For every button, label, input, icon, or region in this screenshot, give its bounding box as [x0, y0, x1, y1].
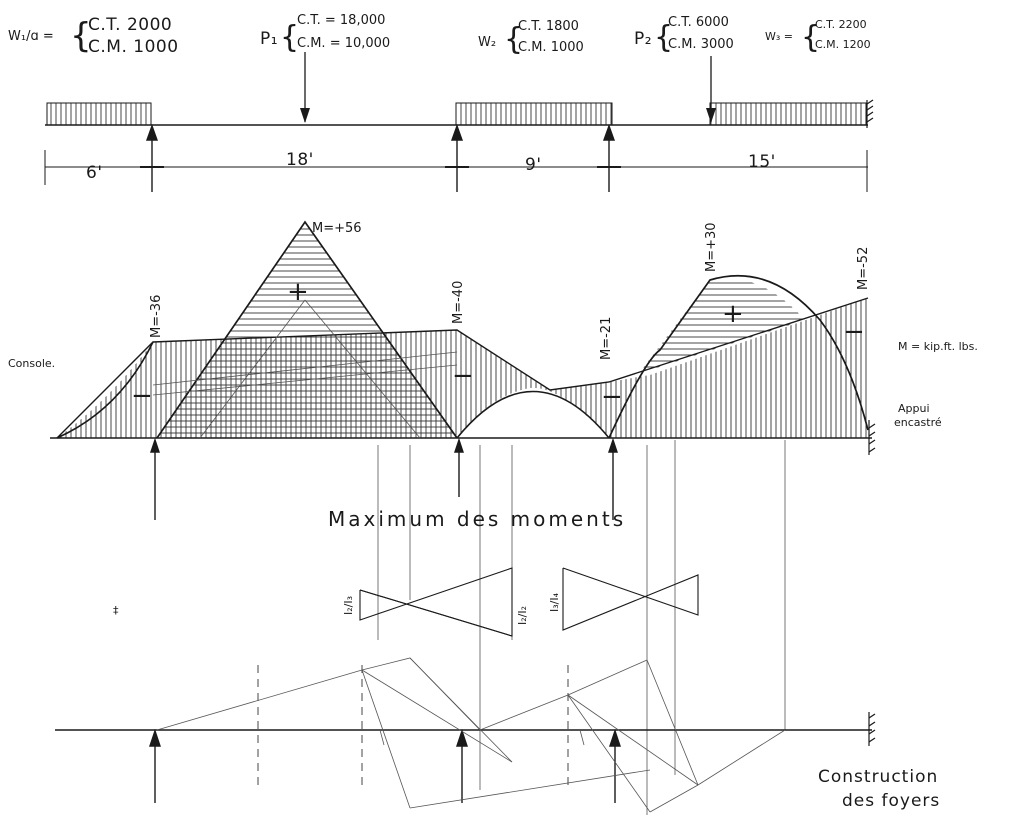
appui-label-2: encastré — [894, 416, 942, 429]
fixed-end-3 — [868, 712, 876, 746]
load-w1-brace: { — [70, 16, 92, 56]
moment-curve-span3 — [608, 274, 869, 439]
construction-lines — [152, 299, 458, 439]
load-p1-cm: C.M. = 10,000 — [297, 36, 390, 51]
fixed-end-2 — [868, 420, 876, 455]
ratio-label-2: I₂/I₂ — [516, 606, 529, 625]
point-load-p2 — [706, 56, 716, 123]
span-label-3: 9' — [525, 155, 542, 175]
distributed-load-w1 — [46, 102, 152, 126]
foyers-label-2: des foyers — [842, 791, 940, 811]
load-p2-ct: C.T. 6000 — [668, 15, 729, 30]
load-w2-name: W₂ — [478, 35, 496, 50]
load-w1: W₁/ɑ = { C.T. 2000 C.M. 1000 — [8, 15, 179, 57]
load-w2-cm: C.M. 1000 — [518, 40, 584, 55]
loaded-beam: 6' 18' 9' 15' — [44, 52, 874, 192]
ratio-label-1: I₂/I₃ — [342, 596, 355, 615]
positive-moment-area-2 — [640, 278, 805, 372]
focal-construction: ‡ I₂/I₃ I₂/I₂ I₃/I₄ — [55, 567, 940, 813]
ratio-bowtie-2 — [562, 567, 699, 631]
fixed-end — [866, 99, 874, 128]
minus-sign-4: − — [843, 317, 865, 347]
load-p2: P₂ { C.T. 6000 C.M. 3000 — [634, 15, 734, 55]
span-label-4: 15' — [748, 152, 776, 172]
moment-label-6: M=-52 — [856, 247, 871, 290]
load-w2-brace: { — [504, 22, 523, 57]
load-p1-ct: C.T. = 18,000 — [297, 13, 385, 28]
foyers-label-1: Construction — [818, 767, 938, 787]
plus-sign-1: + — [287, 277, 309, 307]
moment-label-3: M=-40 — [451, 281, 466, 324]
ratio-bowtie-1 — [359, 567, 513, 637]
dimension-line — [44, 150, 868, 192]
moment-diagram: + + − − − − M=-36 M=+56 M=-40 M=-21 M=+3… — [8, 220, 978, 815]
distributed-load-w2 — [455, 102, 613, 126]
plus-sign-2: + — [722, 299, 744, 329]
span-label-1: 6' — [86, 163, 103, 183]
moment-label-1: M=-36 — [149, 295, 164, 338]
appui-label-1: Appui — [898, 402, 930, 415]
load-w3-name: W₃ = — [765, 30, 793, 43]
focal-supports — [149, 728, 621, 803]
load-w1-cm: C.M. 1000 — [88, 37, 179, 57]
load-p2-cm: C.M. 3000 — [668, 37, 734, 52]
small-mark: ‡ — [113, 604, 119, 617]
console-label: Console. — [8, 357, 55, 370]
load-w3-ct: C.T. 2200 — [815, 18, 867, 31]
moment-supports — [150, 437, 618, 520]
load-w3-cm: C.M. 1200 — [815, 38, 871, 51]
load-p1: P₁ { C.T. = 18,000 C.M. = 10,000 — [260, 13, 390, 55]
load-p2-brace: { — [654, 20, 673, 55]
load-w2: W₂ { C.T. 1800 C.M. 1000 — [478, 19, 584, 57]
load-p1-brace: { — [280, 20, 299, 55]
ratio-label-3: I₃/I₄ — [548, 592, 561, 612]
load-p1-name: P₁ — [260, 29, 278, 49]
load-w3: W₃ = { C.T. 2200 C.M. 1200 — [765, 18, 871, 55]
support-arrows — [146, 123, 615, 192]
load-w2-ct: C.T. 1800 — [518, 19, 579, 34]
maximum-moments-title: Maximum des moments — [328, 507, 626, 531]
point-load-p1 — [300, 52, 310, 123]
minus-sign-3: − — [601, 382, 623, 412]
load-w1-name: W₁/ɑ = — [8, 29, 54, 44]
moment-label-5: M=+30 — [704, 222, 719, 272]
moment-label-2: M=+56 — [312, 221, 362, 236]
projection-lines — [377, 440, 786, 815]
load-w1-ct: C.T. 2000 — [88, 15, 172, 35]
moment-triangle — [156, 220, 458, 439]
distributed-load-w3 — [709, 102, 867, 126]
span-label-2: 18' — [286, 150, 314, 170]
focal-construction-lines — [156, 657, 786, 813]
units-label: M = kip.ft. lbs. — [898, 340, 978, 353]
load-w3-brace: { — [801, 20, 820, 55]
minus-sign-1: − — [131, 381, 153, 411]
dashed-verticals — [257, 665, 569, 790]
positive-moment-area-1 — [157, 222, 457, 438]
support-moment-line — [56, 297, 869, 439]
minus-sign-2: − — [452, 361, 474, 391]
moment-label-4: M=-21 — [599, 317, 614, 360]
load-p2-name: P₂ — [634, 29, 652, 49]
moment-parabola — [456, 390, 610, 439]
